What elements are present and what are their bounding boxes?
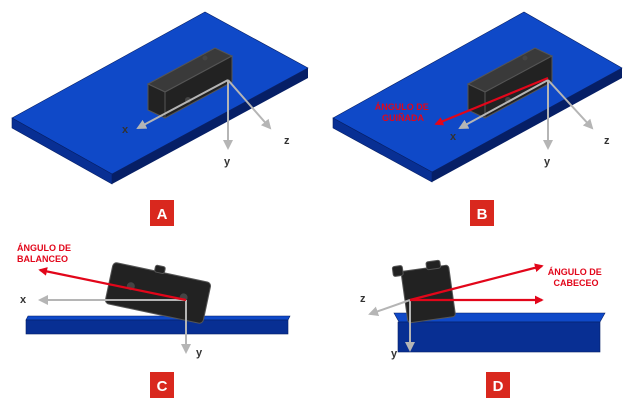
pitch-angle-label: ÁNGULO DE CABECEO (548, 267, 605, 288)
panel-badge: C (150, 372, 174, 398)
plate-right (432, 68, 622, 182)
device-knob (522, 55, 528, 61)
device-tab (154, 264, 166, 274)
pitch-angle-arrow (409, 263, 544, 302)
z-axis-label: z (360, 293, 366, 305)
panel-badge: B (470, 200, 494, 226)
device-body (400, 264, 456, 324)
panel-b: x y z ÁNGULO DE GUIÑADA B (332, 11, 623, 226)
roll-angle-arrow (38, 267, 187, 302)
svg-text:B: B (477, 206, 488, 223)
z-axis-label: z (284, 135, 290, 147)
panel-badge: D (486, 372, 510, 398)
y-axis-label: y (391, 348, 398, 360)
plate-front (397, 321, 601, 353)
x-axis-label: x (450, 131, 457, 143)
plate-right (112, 68, 308, 184)
panel-d: z y ÁNGULO DE CABECEO D (360, 259, 606, 398)
roll-angle-label: ÁNGULO DE BALANCEO (17, 243, 74, 264)
device-side (484, 55, 553, 119)
svg-text:A: A (157, 206, 168, 223)
sensor-device (391, 259, 456, 324)
sensor-device (146, 47, 234, 119)
z-axis-label: z (604, 135, 610, 147)
plate-top (25, 315, 291, 321)
sensor-device (466, 47, 554, 119)
yaw-angle-arrow (434, 76, 549, 126)
panel-c: x y ÁNGULO DE BALANCEO C (17, 243, 291, 398)
svg-text:D: D (493, 378, 504, 395)
yaw-angle-label: ÁNGULO DE GUIÑADA (375, 102, 432, 123)
plate-front (25, 319, 289, 335)
device-side (164, 55, 233, 119)
z-axis-arrow (227, 79, 272, 130)
device-handle (391, 265, 404, 277)
svg-text:C: C (157, 378, 168, 395)
x-axis-label: x (122, 124, 129, 136)
z-axis-arrow (368, 299, 411, 317)
base-plate (25, 315, 291, 335)
y-axis-label: y (224, 156, 231, 168)
x-axis-label: x (20, 294, 27, 306)
panel-badge: A (150, 200, 174, 226)
x-axis-arrow (458, 79, 549, 129)
z-axis-arrow (547, 79, 594, 130)
device-knob (202, 55, 208, 61)
device-clip (425, 259, 442, 271)
y-axis-label: y (544, 156, 551, 168)
base-plate (393, 312, 606, 353)
sensor-device (104, 262, 212, 324)
x-axis-arrow (136, 79, 229, 129)
y-axis-label: y (196, 347, 203, 359)
panel-a: x y z A (11, 11, 309, 226)
